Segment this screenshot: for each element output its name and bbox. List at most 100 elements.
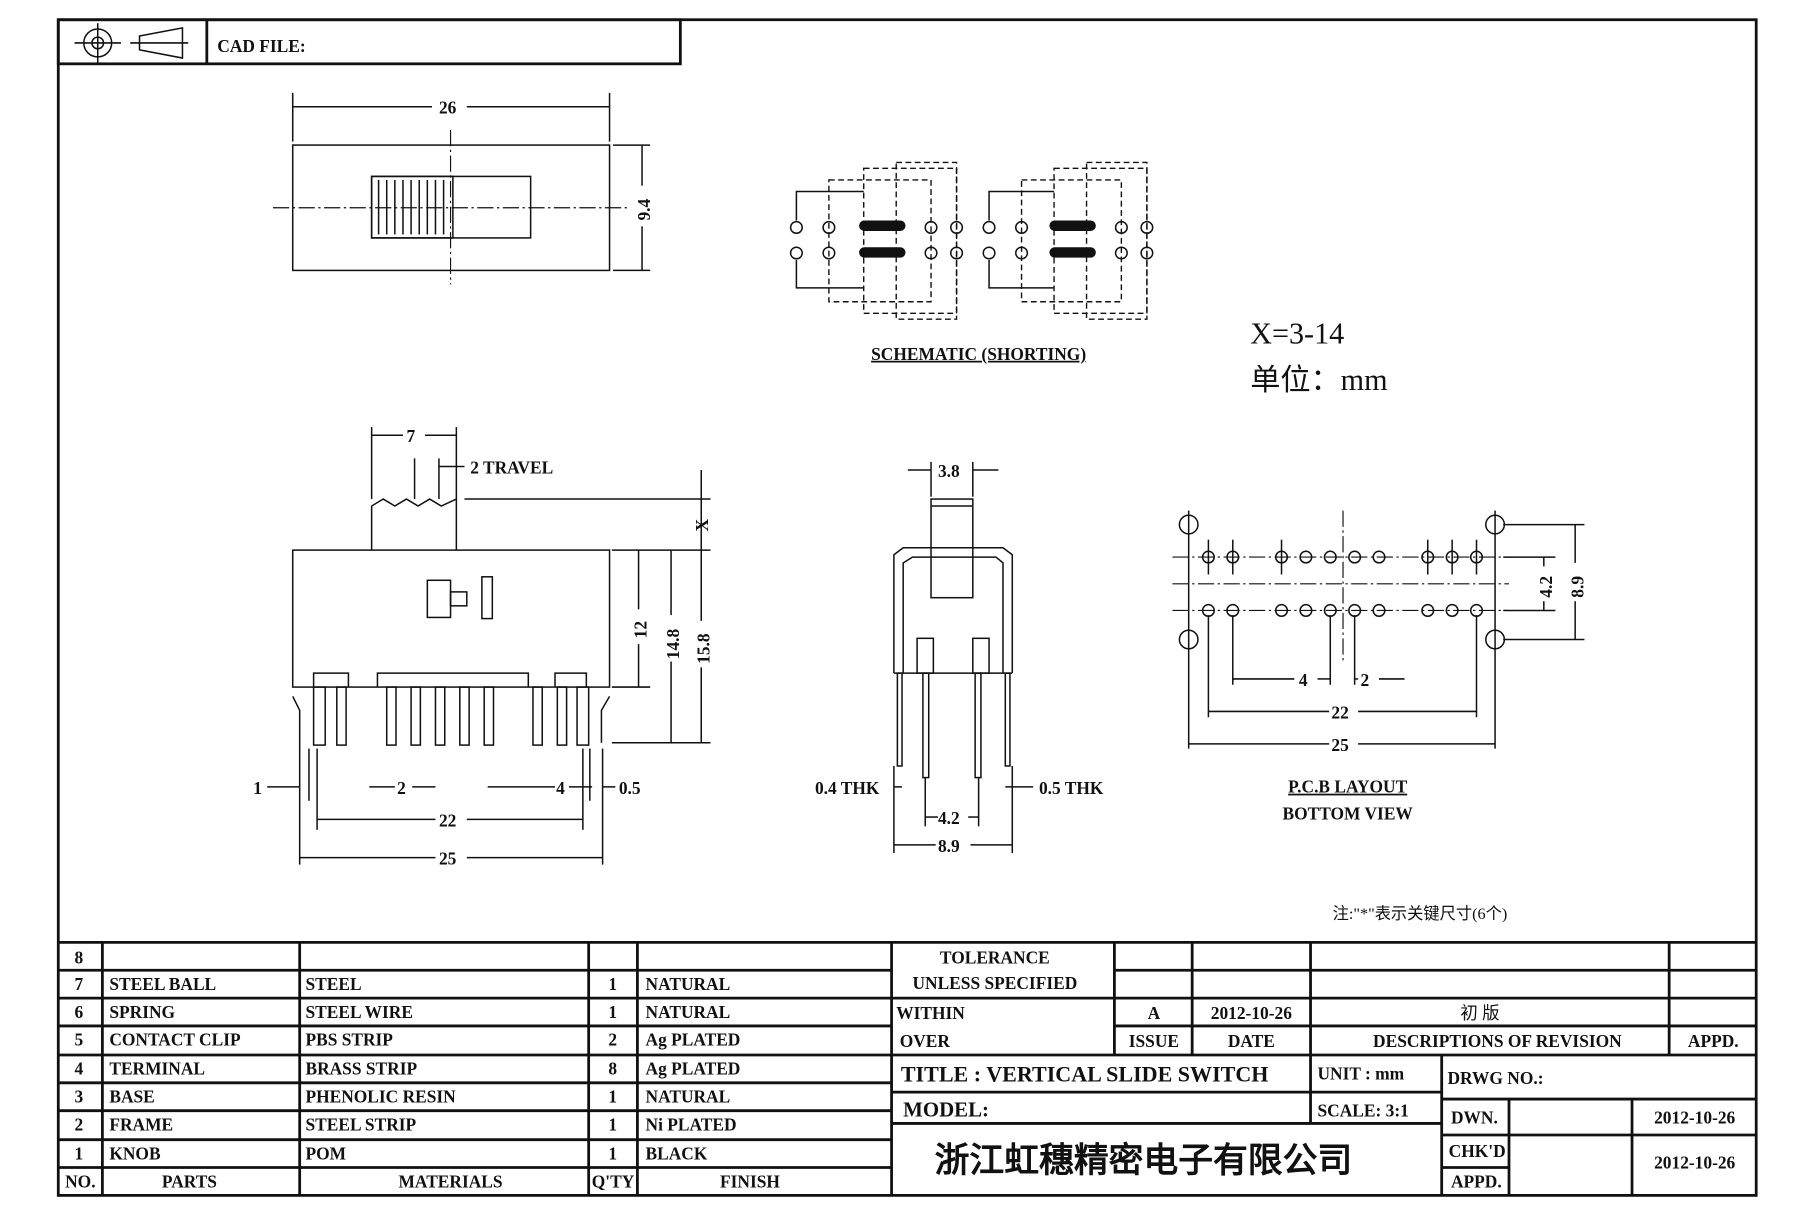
bom-row: 7 STEEL BALL STEEL 1 NATURAL bbox=[75, 974, 731, 994]
dim-26: 26 bbox=[439, 98, 457, 118]
drawing-number-label: DRWG NO.: bbox=[1447, 1068, 1543, 1088]
dim-8-9: 8.9 bbox=[938, 836, 960, 856]
bom-row: 3 BASE PHENOLIC RESIN 1 NATURAL bbox=[75, 1087, 731, 1107]
bom-material: PHENOLIC RESIN bbox=[305, 1087, 456, 1107]
dim-3-8: 3.8 bbox=[938, 461, 960, 481]
pcb-dim-4-2: 4.2 bbox=[1536, 576, 1556, 598]
tolerance-title: TOLERANCE bbox=[940, 947, 1050, 967]
bom-material: POM bbox=[305, 1143, 346, 1163]
company-name: 浙江虹穗精密电子有限公司 bbox=[935, 1140, 1353, 1181]
side-view: 7 2 TRAVEL X 12 14.8 15.8 1 2 4 0.5 22 2… bbox=[253, 426, 713, 868]
dim-0-5-thk: 0.5 THK bbox=[1039, 778, 1104, 798]
bom-qty: 8 bbox=[608, 1059, 617, 1079]
bom-row: 1 KNOB POM 1 BLACK bbox=[75, 1143, 708, 1163]
bom-row: 8 bbox=[75, 947, 84, 967]
date-header: DATE bbox=[1228, 1031, 1275, 1051]
dim-x: X bbox=[692, 519, 712, 532]
bom-header: FINISH bbox=[720, 1171, 780, 1191]
key-dims-note: 注:"*"表示关键尺寸(6个) bbox=[1333, 905, 1508, 923]
revision-issue: A bbox=[1148, 1003, 1161, 1023]
x-range-note: X=3-14 bbox=[1250, 317, 1344, 351]
bom-no: 3 bbox=[75, 1087, 84, 1107]
pcb-dim-4: 4 bbox=[1299, 670, 1308, 690]
schematic-label: SCHEMATIC (SHORTING) bbox=[871, 344, 1086, 364]
bom-material: BRASS STRIP bbox=[305, 1059, 417, 1079]
bom-finish: BLACK bbox=[646, 1143, 708, 1163]
bom-finish: NATURAL bbox=[646, 1087, 731, 1107]
bom-no: 1 bbox=[75, 1143, 84, 1163]
drawing-title: TITLE : VERTICAL SLIDE SWITCH bbox=[901, 1062, 1269, 1087]
bom-finish: NATURAL bbox=[646, 1002, 731, 1022]
bom-material: STEEL bbox=[305, 974, 361, 994]
dim-9-4: 9.4 bbox=[634, 198, 654, 220]
revision-description: 初 版 bbox=[1460, 1003, 1499, 1023]
bom-header: MATERIALS bbox=[399, 1171, 503, 1191]
pcb-label: P.C.B LAYOUT bbox=[1288, 777, 1407, 797]
bom-part: CONTACT CLIP bbox=[109, 1030, 241, 1050]
sheet-border bbox=[56, 18, 1758, 1197]
dim-12: 12 bbox=[631, 621, 651, 638]
appd-header: APPD. bbox=[1688, 1031, 1739, 1051]
bom-finish: Ag PLATED bbox=[646, 1059, 741, 1079]
front-view: 3.8 0.4 THK 0.5 THK 4.2 8.9 bbox=[815, 461, 1104, 856]
appd-label: APPD. bbox=[1451, 1171, 1502, 1191]
unit-note: 单位：mm bbox=[1250, 363, 1387, 397]
tolerance-over: OVER bbox=[900, 1031, 951, 1051]
dwn-date: 2012-10-26 bbox=[1654, 1107, 1735, 1127]
bom-part: BASE bbox=[109, 1087, 154, 1107]
bom-no: 6 bbox=[75, 1002, 84, 1022]
dim-travel: 2 TRAVEL bbox=[470, 458, 553, 478]
bom-material: STEEL WIRE bbox=[305, 1002, 412, 1022]
unit-label: UNIT : mm bbox=[1318, 1063, 1405, 1083]
bom-part: SPRING bbox=[109, 1002, 175, 1022]
bom-qty: 1 bbox=[608, 1087, 617, 1107]
bom-material: PBS STRIP bbox=[305, 1030, 393, 1050]
dim-1: 1 bbox=[253, 778, 262, 798]
dim-22: 22 bbox=[439, 810, 456, 830]
dim-25: 25 bbox=[439, 849, 457, 869]
dim-4: 4 bbox=[556, 778, 565, 798]
bom-qty: 1 bbox=[608, 974, 617, 994]
dim-0-5: 0.5 bbox=[619, 778, 641, 798]
bom-row: 4 TERMINAL BRASS STRIP 8 Ag PLATED bbox=[75, 1059, 741, 1079]
top-view: 26 9.4 bbox=[272, 92, 654, 285]
bom-part: TERMINAL bbox=[109, 1059, 205, 1079]
bom-no: 7 bbox=[75, 974, 84, 994]
dim-0-4-thk: 0.4 THK bbox=[815, 778, 880, 798]
projection-symbol-icon bbox=[74, 23, 189, 63]
bom-material: STEEL STRIP bbox=[305, 1114, 416, 1134]
bom-header: NO. bbox=[65, 1171, 95, 1191]
bom-part: STEEL BALL bbox=[109, 974, 216, 994]
bom-no: 5 bbox=[75, 1030, 84, 1050]
dim-15-8: 15.8 bbox=[693, 633, 713, 664]
schematic-diagram: SCHEMATIC (SHORTING) bbox=[789, 161, 1154, 364]
bom-qty: 1 bbox=[608, 1143, 617, 1163]
bom-no: 2 bbox=[75, 1114, 84, 1134]
bom-no: 4 bbox=[75, 1059, 84, 1079]
dim-7: 7 bbox=[406, 426, 415, 446]
bom-row: 6 SPRING STEEL WIRE 1 NATURAL bbox=[75, 1002, 731, 1022]
bom-finish: Ni PLATED bbox=[646, 1114, 737, 1134]
bom-header-row: NO. PARTS MATERIALS Q'TY FINISH bbox=[65, 1171, 780, 1191]
pcb-dim-8-9: 8.9 bbox=[1567, 576, 1587, 598]
tolerance-subtitle: UNLESS SPECIFIED bbox=[912, 973, 1077, 993]
dim-4-2: 4.2 bbox=[938, 808, 960, 828]
revision-date: 2012-10-26 bbox=[1211, 1003, 1292, 1023]
bom-qty: 1 bbox=[608, 1002, 617, 1022]
revision-block: TOLERANCE UNLESS SPECIFIED WITHIN OVER A… bbox=[891, 942, 1757, 1057]
pcb-dim-25: 25 bbox=[1331, 735, 1349, 755]
model-label: MODEL: bbox=[903, 1097, 989, 1121]
scale-label: SCALE: 3:1 bbox=[1318, 1100, 1409, 1120]
dim-2: 2 bbox=[397, 778, 406, 798]
bom-header: PARTS bbox=[162, 1171, 217, 1191]
pcb-sublabel: BOTTOM VIEW bbox=[1283, 803, 1414, 823]
bom-no: 8 bbox=[75, 947, 84, 967]
bom-row: 5 CONTACT CLIP PBS STRIP 2 Ag PLATED bbox=[75, 1030, 741, 1050]
bom-qty: 1 bbox=[608, 1114, 617, 1134]
cad-file-label: CAD FILE: bbox=[217, 36, 305, 56]
header-box: CAD FILE: bbox=[56, 18, 682, 66]
bom-table: 8 7 STEEL BALL STEEL 1 NATURAL 6 SPRING … bbox=[58, 940, 1757, 1196]
bom-qty: 2 bbox=[608, 1030, 617, 1050]
bom-header: Q'TY bbox=[592, 1171, 635, 1191]
